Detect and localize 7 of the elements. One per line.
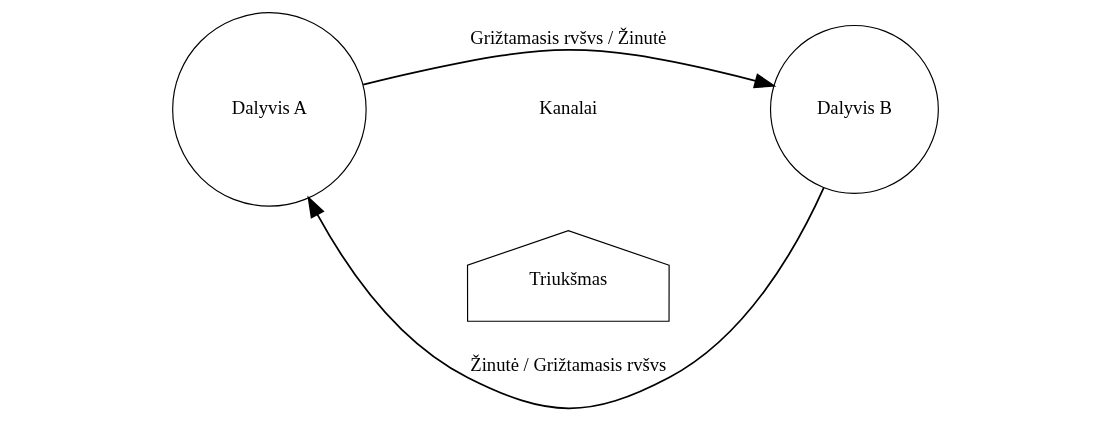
edge-label: Žinutė / Grižtamasis rvšvs [470, 354, 667, 376]
arrow [362, 49, 777, 89]
node-circle: Dalyvis B [769, 24, 939, 194]
label: Kanalai [539, 96, 598, 118]
edge-label: Grižtamasis rvšvs / Žinutė [470, 26, 667, 48]
node-circle: Dalyvis A [172, 12, 367, 207]
arrow [307, 186, 825, 410]
